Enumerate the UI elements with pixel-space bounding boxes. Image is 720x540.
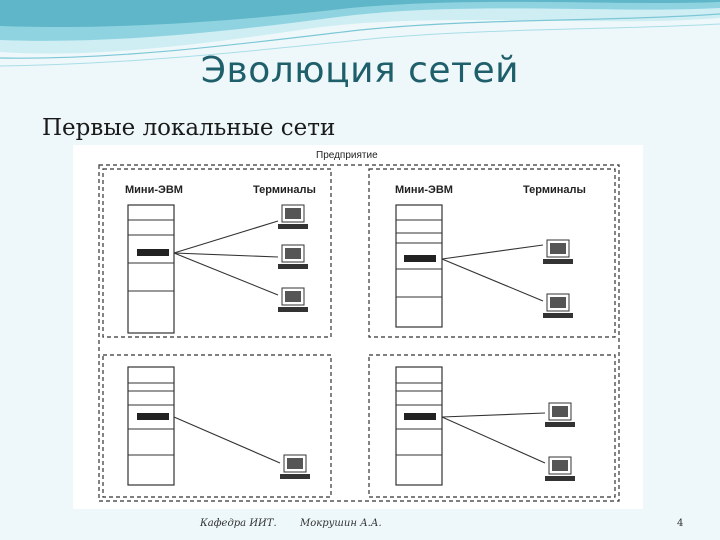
minicomputer-icon: [395, 366, 443, 486]
terminal-icon: [280, 454, 310, 479]
diagram-canvas: Предприятие Мини-ЭВМ Терминалы: [98, 150, 620, 502]
terminal-icon: [545, 456, 575, 481]
page-number: 4: [677, 518, 684, 529]
minicomputer-icon: [127, 204, 175, 334]
minicomputer-label: Мини-ЭВМ: [395, 184, 453, 196]
footer-author: Мокрушин А.А.: [300, 518, 382, 529]
department-boundary: [102, 168, 332, 338]
department-2: Мини-ЭВМ Терминалы: [368, 168, 616, 338]
department-boundary: [368, 168, 616, 338]
terminal-icon: [543, 293, 573, 318]
slide-subtitle: Первые локальные сети: [42, 115, 336, 141]
header-wave-decoration: [0, 0, 720, 67]
department-boundary: [368, 354, 616, 498]
terminal-icon: [278, 287, 308, 312]
terminal-icon: [278, 244, 308, 269]
slide-title: Эволюция сетей: [200, 50, 520, 91]
enterprise-label: Предприятие: [316, 150, 378, 161]
footer-department: Кафедра ИИТ.: [200, 518, 277, 529]
minicomputer-label: Мини-ЭВМ: [125, 184, 183, 196]
minicomputer-icon: [127, 366, 175, 486]
department-1: Мини-ЭВМ Терминалы: [102, 168, 332, 338]
terminals-label: Терминалы: [253, 184, 316, 196]
network-diagram: Предприятие Мини-ЭВМ Терминалы: [73, 145, 643, 509]
terminals-label: Терминалы: [523, 184, 586, 196]
terminal-icon: [278, 204, 308, 229]
terminal-icon: [545, 402, 575, 427]
minicomputer-icon: [395, 204, 443, 328]
enterprise-boundary: [98, 164, 620, 502]
department-boundary: [102, 354, 332, 498]
department-3: [102, 354, 332, 498]
terminal-icon: [543, 239, 573, 264]
department-4: [368, 354, 616, 498]
